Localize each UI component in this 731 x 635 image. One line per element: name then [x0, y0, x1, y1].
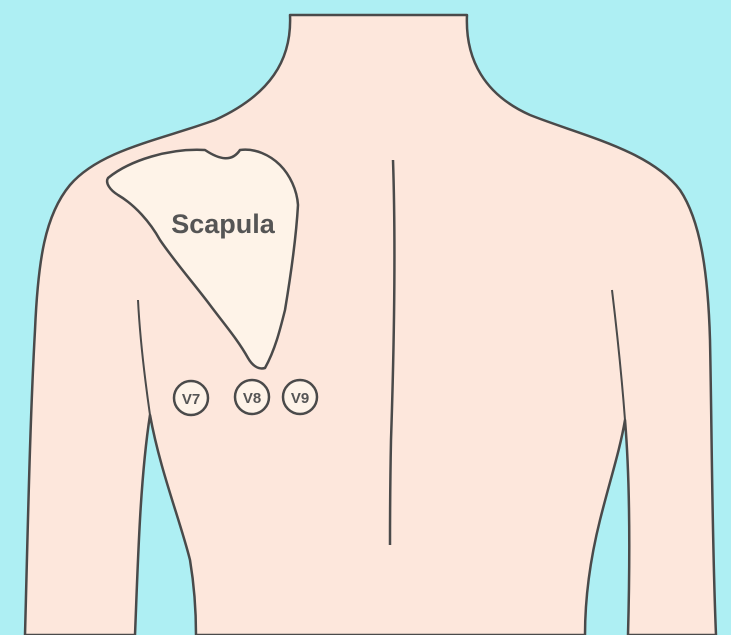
lead-v8-label: V8	[243, 390, 261, 407]
lead-v8-marker: V8	[235, 380, 269, 414]
torso-outline	[25, 15, 716, 635]
lead-v9-label: V9	[291, 390, 309, 407]
lead-v7-marker: V7	[174, 381, 208, 415]
lead-v9-marker: V9	[283, 380, 317, 414]
lead-v7-label: V7	[182, 391, 200, 408]
scapula-label: Scapula	[171, 209, 276, 239]
